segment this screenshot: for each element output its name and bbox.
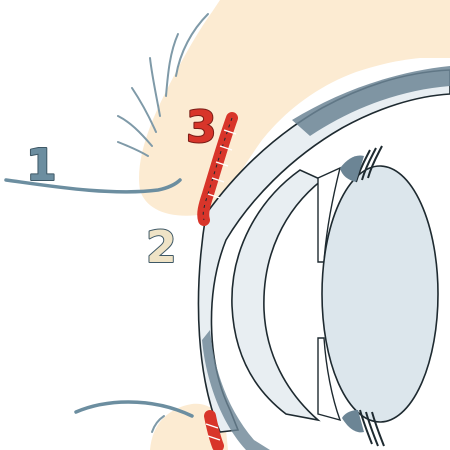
- lens: [322, 166, 438, 422]
- callout-number-3: 3: [186, 102, 217, 153]
- callout-number-1: 1: [26, 140, 57, 191]
- callout-number-2: 2: [146, 222, 177, 273]
